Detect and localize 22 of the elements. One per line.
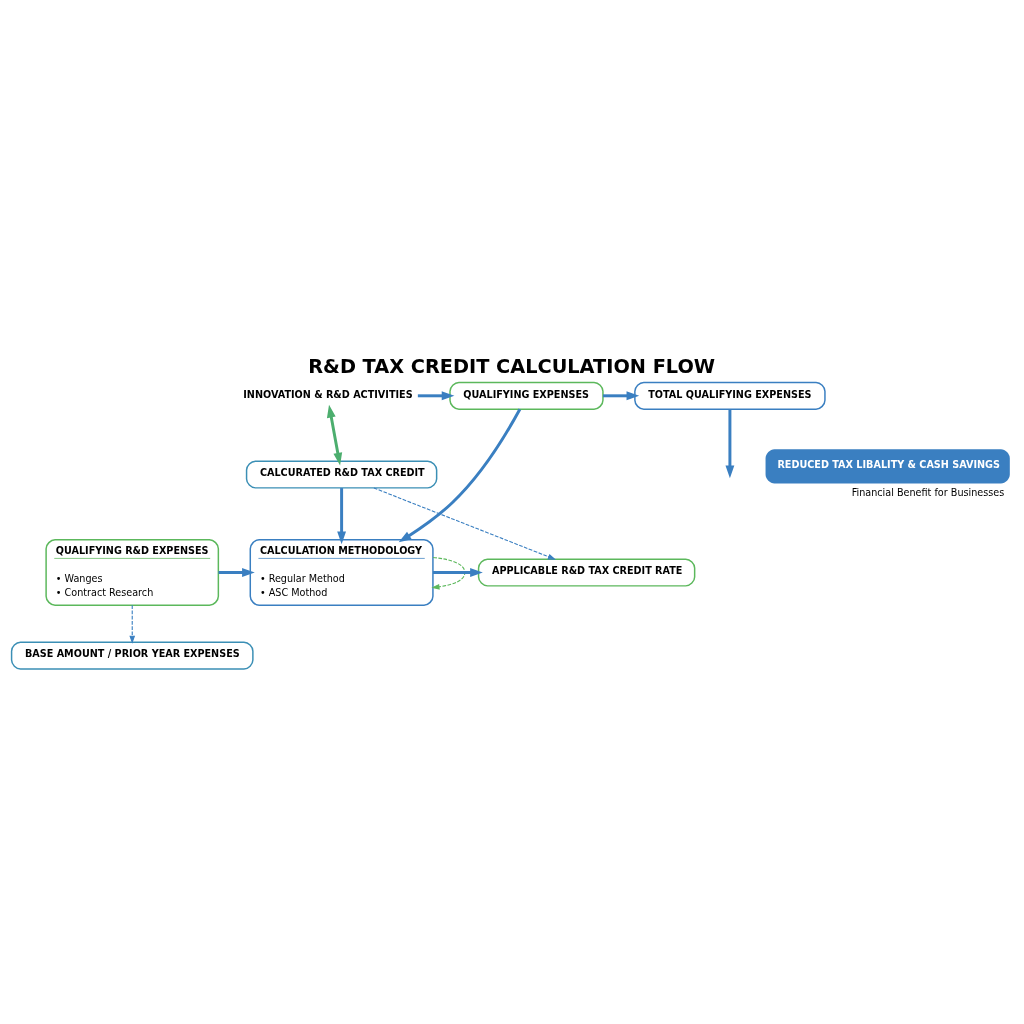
arrow [129,604,136,644]
arrow [398,408,522,543]
diagram-title: R&D TAX CREDIT CALCULATION FLOW [308,354,716,378]
node-box: QUALIFYING EXPENSES [449,381,604,410]
node-box: APPLICABLE R&D TAX CREDIT RATE [477,558,696,587]
node-text: INNOVATION & R&D ACTIVITIES [243,388,413,400]
arrow [725,409,735,479]
node-box: CALCURATED R&D TAX CREDIT [245,460,438,489]
node-label: Financial Benefit for Businesses [851,486,1005,498]
arrow [326,404,343,466]
arrow [602,391,640,401]
arrow [417,391,455,401]
arrow [337,488,347,545]
arrow [431,556,466,590]
arrow [433,568,483,577]
node-box: BASE AMOUNT / PRIOR YEAR EXPENSES [10,641,254,670]
node-box: TOTAL QUALIFYING EXPENSES [634,381,826,410]
arrow [218,568,255,577]
arrow [373,487,557,560]
node-box: CALCULATION METHODOLOGY • Regular Method • ASC Mothod [249,539,434,606]
node-box: REDUCED TAX LIBALITY & CASH SAVINGS [765,449,1010,484]
node-box: QUALIFYING R&D EXPENSES • Wanges • Contract Research [45,539,220,606]
